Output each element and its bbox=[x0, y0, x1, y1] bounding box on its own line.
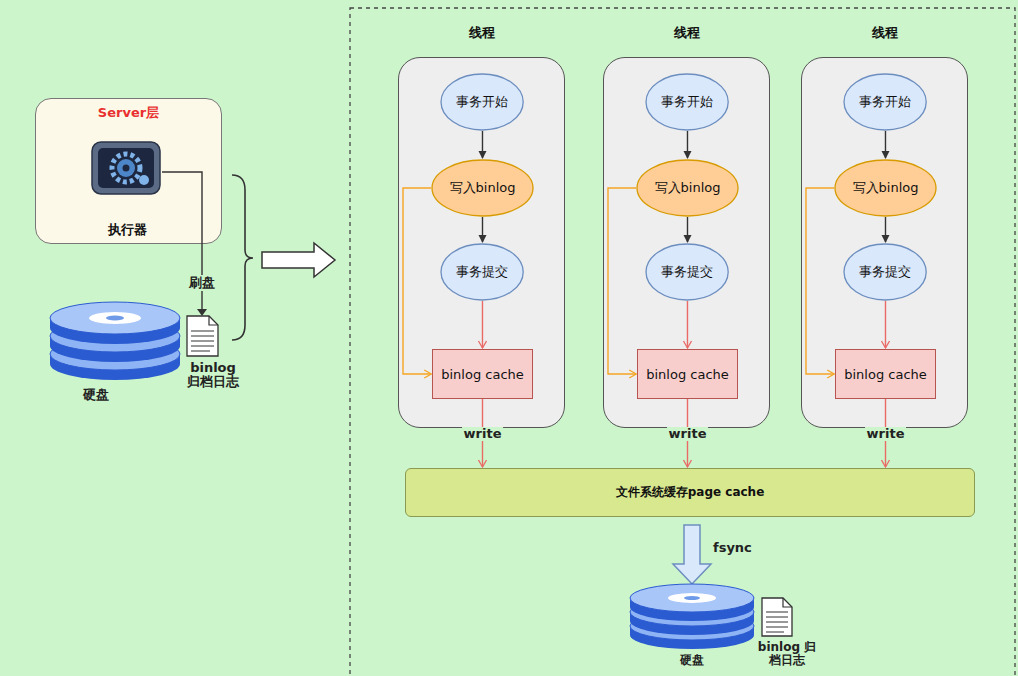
node-text: binlog cache bbox=[441, 367, 524, 382]
write-ellipse: 写入binlog bbox=[834, 159, 937, 217]
process-ellipse: 事务开始 bbox=[645, 73, 729, 131]
action-label: 刷盘 bbox=[187, 275, 217, 291]
executor-icon bbox=[92, 142, 160, 194]
cache-box: binlog cache bbox=[432, 349, 533, 399]
thread-panel: 线程事务开始写入binlog事务提交binlog cache bbox=[801, 57, 968, 428]
write-ellipse: 写入binlog bbox=[636, 159, 739, 217]
connector bbox=[885, 131, 886, 158]
connector bbox=[885, 217, 886, 242]
connector bbox=[482, 301, 483, 348]
node-text: 线程 bbox=[802, 24, 967, 42]
node-text: 事务开始 bbox=[661, 93, 713, 111]
node-text: 写入binlog bbox=[655, 179, 721, 197]
ellipse-shape bbox=[441, 74, 523, 130]
node-text: 写入binlog bbox=[450, 179, 516, 197]
process-ellipse: 事务开始 bbox=[843, 73, 927, 131]
ellipse-shape bbox=[432, 160, 533, 216]
process-ellipse: 事务提交 bbox=[645, 243, 729, 301]
ellipse-shape bbox=[646, 244, 728, 300]
cache-box: binlog cache bbox=[637, 349, 738, 399]
hollow-arrow bbox=[262, 243, 335, 277]
process-ellipse: 事务提交 bbox=[843, 243, 927, 301]
edge-label: write bbox=[462, 427, 504, 441]
connector bbox=[806, 188, 834, 374]
disk-label: 硬盘 bbox=[83, 388, 109, 402]
brace bbox=[232, 175, 253, 340]
connector bbox=[482, 131, 483, 158]
connector bbox=[482, 217, 483, 242]
node-text: binlog cache bbox=[646, 367, 729, 382]
edge-label: write bbox=[667, 427, 709, 441]
file-icon bbox=[187, 316, 218, 356]
connector bbox=[403, 188, 431, 374]
connector bbox=[608, 188, 636, 374]
ellipse-shape bbox=[646, 74, 728, 130]
dashed-region bbox=[350, 8, 1015, 676]
connector bbox=[687, 131, 688, 158]
ellipse-shape bbox=[637, 160, 738, 216]
file-label: binlog 归档日志 bbox=[756, 641, 818, 667]
cache-box: binlog cache bbox=[835, 349, 936, 399]
node-text: 执行器 bbox=[83, 221, 171, 239]
node-text: Server层 bbox=[36, 99, 221, 122]
process-ellipse: 事务提交 bbox=[440, 243, 524, 301]
file-icon bbox=[762, 598, 792, 636]
ellipse-shape bbox=[835, 160, 936, 216]
disk-label: 硬盘 bbox=[680, 654, 704, 667]
node-text: 事务开始 bbox=[859, 93, 911, 111]
write-ellipse: 写入binlog bbox=[431, 159, 534, 217]
node-text: 事务提交 bbox=[859, 263, 911, 281]
ellipse-shape bbox=[844, 244, 926, 300]
thread-panel: 线程事务开始写入binlog事务提交binlog cache bbox=[603, 57, 770, 428]
disk-icon bbox=[50, 302, 180, 380]
process-ellipse: 事务开始 bbox=[440, 73, 524, 131]
connector bbox=[885, 301, 886, 348]
ellipse-shape bbox=[844, 74, 926, 130]
node-text: 事务提交 bbox=[661, 263, 713, 281]
ellipse-shape bbox=[441, 244, 523, 300]
edge-label: write bbox=[865, 427, 907, 441]
file-label: binlog 归档日志 bbox=[182, 361, 244, 389]
fsync-arrow bbox=[673, 525, 711, 584]
connector bbox=[687, 301, 688, 348]
arrowhead bbox=[197, 309, 207, 316]
thread-panel: 线程事务开始写入binlog事务提交binlog cache bbox=[398, 57, 565, 428]
node-text: 线程 bbox=[604, 24, 769, 42]
node-text: 文件系统缓存page cache bbox=[616, 484, 765, 501]
node-text: 线程 bbox=[399, 24, 564, 42]
node-text: 写入binlog bbox=[853, 179, 919, 197]
node-text: 事务开始 bbox=[456, 93, 508, 111]
action-label: fsync bbox=[713, 541, 752, 555]
node-text: 事务提交 bbox=[456, 263, 508, 281]
page-cache-bar: 文件系统缓存page cache bbox=[405, 468, 975, 517]
disk-icon bbox=[630, 584, 754, 649]
connector bbox=[687, 217, 688, 242]
node-text: binlog cache bbox=[844, 367, 927, 382]
